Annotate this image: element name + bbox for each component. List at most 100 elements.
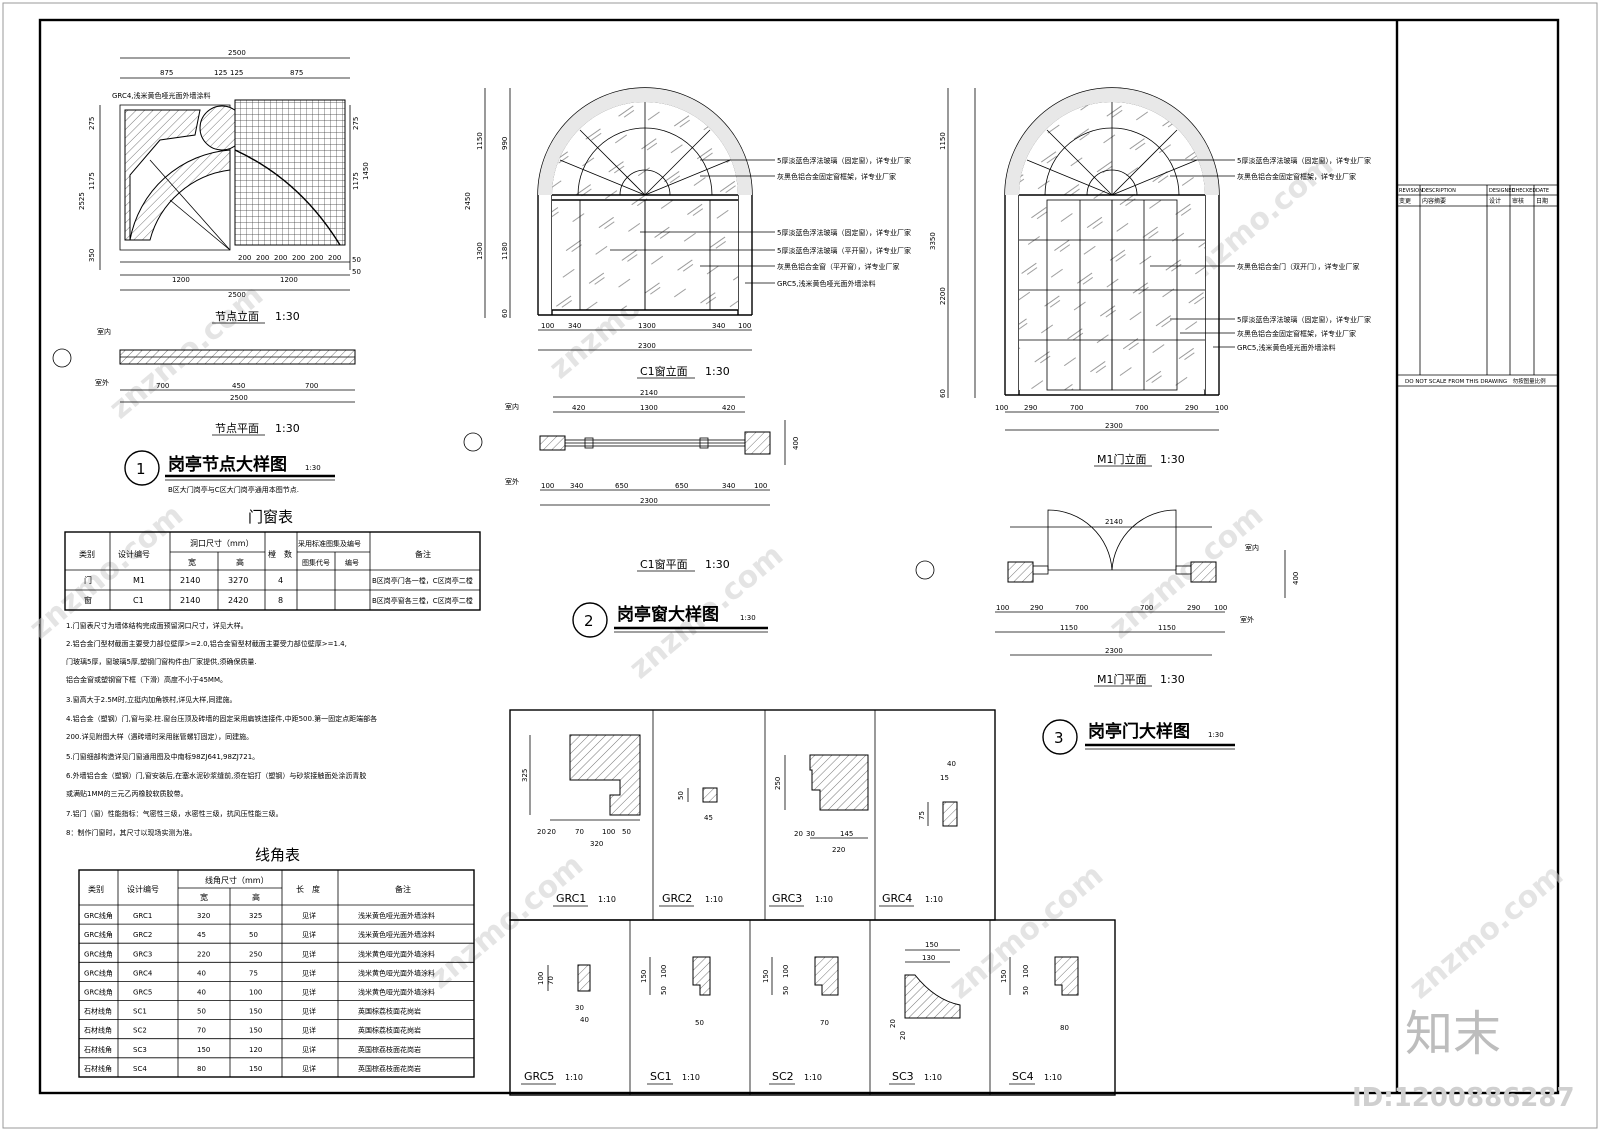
svg-text:100: 100 [754, 482, 767, 490]
svg-text:变更: 变更 [1399, 197, 1411, 205]
watermark-text: znzmo.com [1403, 858, 1570, 1006]
svg-text:长 度: 长 度 [296, 884, 320, 894]
table-cell-w: 80 [197, 1065, 206, 1073]
svg-text:4.铝合金（塑钢）门,窗与梁.柱.窗台压顶及砖墙的固定采用扁: 4.铝合金（塑钢）门,窗与梁.柱.窗台压顶及砖墙的固定采用扁铁连接件,中距500… [66, 714, 377, 723]
svg-text:岗亭门大样图: 岗亭门大样图 [1088, 721, 1190, 742]
svg-text:B区大门岗亭与C区大门岗亭通用本图节点.: B区大门岗亭与C区大门岗亭通用本图节点. [168, 485, 299, 494]
table-cell-len: 见详 [302, 1007, 316, 1016]
detail-3-door-elevation: 1150 3350 2200 60 5厚淡蓝色浮法玻璃（固定窗），详专业厂家 灰… [929, 87, 1371, 467]
svg-text:990: 990 [501, 137, 509, 150]
general-notes: 1.门窗表尺寸为墙体结构完成面预留洞口尺寸，详见大样。 2.铝合金门型材截面主要… [66, 621, 377, 837]
table-cell-code: GRC1 [133, 912, 152, 920]
svg-text:1:30: 1:30 [1160, 453, 1185, 466]
detail-2-window-plan: 室内 2140 420 1300 420 400 室外 100 340 650 … [463, 389, 800, 572]
svg-text:高: 高 [236, 557, 244, 567]
svg-text:B区岗亭窗各三樘，C区岗亭二樘: B区岗亭窗各三樘，C区岗亭二樘 [372, 596, 473, 605]
svg-text:2140: 2140 [180, 576, 200, 585]
svg-text:1:10: 1:10 [925, 895, 943, 904]
table-cell-w: 70 [197, 1027, 206, 1035]
title-block: REVISION 变更 DESCRIPTION 内容摘要 DESIGNED 设计… [1397, 184, 1558, 387]
svg-text:100: 100 [541, 322, 554, 330]
svg-text:洞口尺寸（mm）: 洞口尺寸（mm） [190, 538, 254, 548]
svg-text:40: 40 [947, 760, 956, 768]
table-cell-h: 120 [249, 1046, 262, 1054]
svg-text:1:10: 1:10 [598, 895, 616, 904]
svg-text:100: 100 [782, 965, 790, 978]
table-cell-w: 40 [197, 989, 206, 997]
table-cell-w: 320 [197, 912, 210, 920]
trim-table-title: 线角表 [255, 846, 300, 864]
detail-3-door-plan: 2140 室内 400 室外 100 290 700 700 290 100 1… [915, 509, 1300, 687]
svg-text:2300: 2300 [1105, 647, 1123, 655]
profile-label: GRC4 [882, 892, 912, 905]
svg-text:700: 700 [156, 382, 169, 390]
svg-text:设计编号: 设计编号 [118, 549, 150, 559]
table-cell-note: 英国棕荔枝面花岗岩 [358, 1045, 421, 1054]
svg-text:1:30: 1:30 [1208, 731, 1224, 739]
detail-1-node-elevation: 2500 875 125 125 875 GRC4,浅米黄色哑光面外墙涂料 27… [78, 49, 370, 324]
svg-text:CHECKED: CHECKED [1512, 188, 1536, 194]
svg-text:编号: 编号 [345, 558, 359, 567]
svg-text:100: 100 [541, 482, 554, 490]
svg-text:宽: 宽 [188, 557, 196, 567]
svg-text:200: 200 [292, 254, 305, 262]
svg-text:REVISION: REVISION [1399, 188, 1423, 194]
svg-text:700: 700 [1070, 404, 1083, 412]
profile-label: SC2 [772, 1070, 794, 1083]
table-cell-type: 石材线角 [84, 1026, 112, 1035]
svg-text:类别: 类别 [88, 884, 104, 894]
svg-text:1150: 1150 [1060, 624, 1078, 632]
svg-text:窗: 窗 [84, 595, 92, 605]
svg-text:1:30: 1:30 [705, 365, 730, 378]
svg-text:200: 200 [328, 254, 341, 262]
table-row: 门 M1 2140 3270 4 B区岗亭门各一樘，C区岗亭二樘 [84, 575, 473, 585]
svg-text:200.详见附图大样（遇砖墙时采用胀管螺钉固定），同建施。: 200.详见附图大样（遇砖墙时采用胀管螺钉固定），同建施。 [66, 732, 253, 741]
table-cell-code: SC2 [133, 1027, 147, 1035]
svg-text:1:30: 1:30 [275, 422, 300, 435]
table-cell-type: 石材线角 [84, 1064, 112, 1073]
table-cell-w: 50 [197, 1008, 206, 1016]
table-cell-code: GRC4 [133, 969, 153, 977]
svg-text:15: 15 [940, 774, 949, 782]
detail-1-title: 1 岗亭节点大样图 1:30 B区大门岗亭与C区大门岗亭通用本图节点. [124, 450, 335, 494]
svg-text:100: 100 [738, 322, 751, 330]
svg-text:125: 125 [230, 69, 243, 77]
svg-text:2300: 2300 [638, 342, 656, 350]
svg-text:290: 290 [1030, 604, 1043, 612]
svg-text:5厚淡蓝色浮法玻璃（固定窗），详专业厂家: 5厚淡蓝色浮法玻璃（固定窗），详专业厂家 [1237, 315, 1371, 324]
svg-text:200: 200 [310, 254, 323, 262]
svg-text:340: 340 [570, 482, 583, 490]
svg-text:50: 50 [660, 986, 668, 995]
table-cell-len: 见详 [302, 988, 316, 997]
svg-text:审核: 审核 [1512, 197, 1524, 205]
detail-1-plan-title: 节点平面 [215, 422, 259, 435]
svg-text:2420: 2420 [228, 596, 248, 605]
svg-text:DESCRIPTION: DESCRIPTION [1422, 188, 1456, 194]
detail-2-plan-title: C1窗平面 [640, 557, 688, 571]
svg-text:400: 400 [792, 437, 800, 450]
svg-text:或满贴1MM的三元乙丙橡胶软质胶带。: 或满贴1MM的三元乙丙橡胶软质胶带。 [66, 789, 188, 798]
table-cell-code: GRC3 [133, 950, 152, 958]
brand-watermark: 知末 ID:1200886287 [1352, 1006, 1575, 1113]
svg-text:200: 200 [256, 254, 269, 262]
table-cell-note: 浅米黄色哑光面外墙涂料 [358, 988, 435, 997]
svg-text:2140: 2140 [640, 389, 658, 397]
svg-text:1450: 1450 [362, 162, 370, 180]
svg-text:220: 220 [832, 846, 845, 854]
svg-text:70: 70 [575, 828, 584, 836]
svg-text:备注: 备注 [415, 549, 431, 559]
image-id: ID:1200886287 [1352, 1083, 1575, 1113]
table-cell-len: 见详 [302, 930, 316, 939]
svg-text:420: 420 [722, 404, 735, 412]
svg-text:290: 290 [1187, 604, 1200, 612]
svg-text:DESIGNED: DESIGNED [1489, 188, 1515, 194]
svg-text:290: 290 [1024, 404, 1037, 412]
brand-logo: 知末 [1405, 1006, 1501, 1062]
svg-text:室外: 室外 [95, 378, 109, 387]
svg-text:60: 60 [501, 309, 509, 318]
table-cell-note: 浅米黄色哑光面外墙涂料 [358, 968, 435, 977]
svg-text:1200: 1200 [280, 276, 298, 284]
table-cell-len: 见详 [302, 911, 316, 920]
svg-text:灰黑色铝合金固定窗框架，详专业厂家: 灰黑色铝合金固定窗框架，详专业厂家 [777, 172, 896, 181]
